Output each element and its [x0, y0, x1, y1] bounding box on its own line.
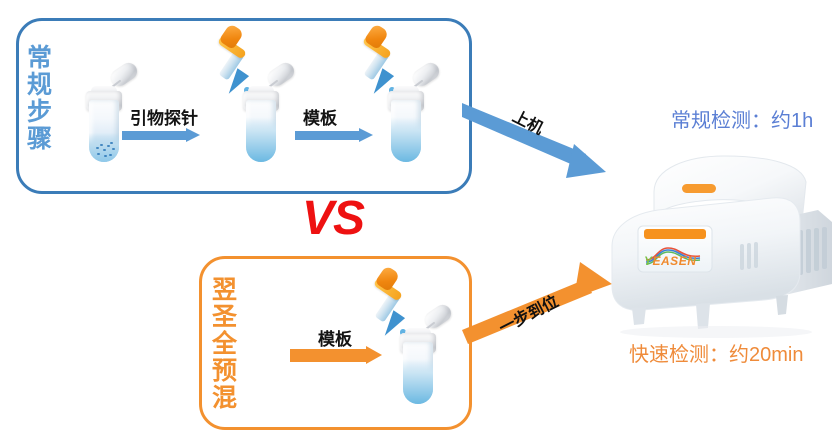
load-machine-arrow-orange	[462, 262, 612, 344]
pcr-machine-illustration	[611, 155, 832, 338]
machine-brand-logo: YEASEN	[644, 254, 696, 268]
arrow-bar	[122, 131, 186, 140]
pcr-thermal-cycler: YEASEN	[596, 148, 840, 348]
result-fast: 快速检测：约20min	[629, 344, 804, 366]
step-arrow-1	[122, 128, 200, 143]
tube-body	[391, 100, 421, 162]
tube-cap-rim	[393, 86, 419, 95]
droplet	[244, 87, 250, 94]
tube-conventional-3	[384, 59, 443, 178]
premix-side-label: 翌圣全预混	[208, 276, 237, 411]
arrow-bar	[295, 131, 359, 140]
step-label-template: 模板	[303, 109, 337, 128]
machine-brand-rest: EASEN	[652, 254, 697, 268]
tube-cap-rim	[405, 328, 431, 337]
tube-cap-rim	[91, 86, 117, 95]
step-arrow-premix	[290, 346, 382, 364]
result-conventional: 常规检测：约1h	[671, 110, 814, 132]
tube-conventional-1	[82, 59, 141, 178]
droplet	[400, 329, 406, 336]
tube-liquid	[391, 117, 421, 162]
step-label-primer-probe: 引物探针	[130, 109, 198, 128]
tube-body	[403, 342, 433, 404]
arrow-head	[366, 346, 382, 364]
tube-liquid	[246, 117, 276, 162]
tube-particles	[89, 136, 119, 158]
tube-conventional-2	[239, 59, 298, 178]
tube-cap-rim	[248, 86, 274, 95]
droplet	[389, 87, 395, 94]
load-machine-arrow-blue	[462, 103, 606, 178]
tube-premix-1	[396, 301, 455, 420]
step-arrow-2	[295, 128, 373, 143]
machine-brand-prefix: Y	[644, 254, 653, 268]
tube-liquid	[403, 359, 433, 404]
tube-body	[246, 100, 276, 162]
conventional-side-label: 常规步骤	[23, 44, 52, 152]
arrow-head	[186, 128, 200, 142]
vs-label: VS	[302, 192, 365, 245]
tube-body	[89, 100, 119, 162]
arrow-bar	[290, 349, 366, 362]
arrow-head	[359, 128, 373, 142]
step-label-template-premix: 模板	[318, 330, 352, 349]
